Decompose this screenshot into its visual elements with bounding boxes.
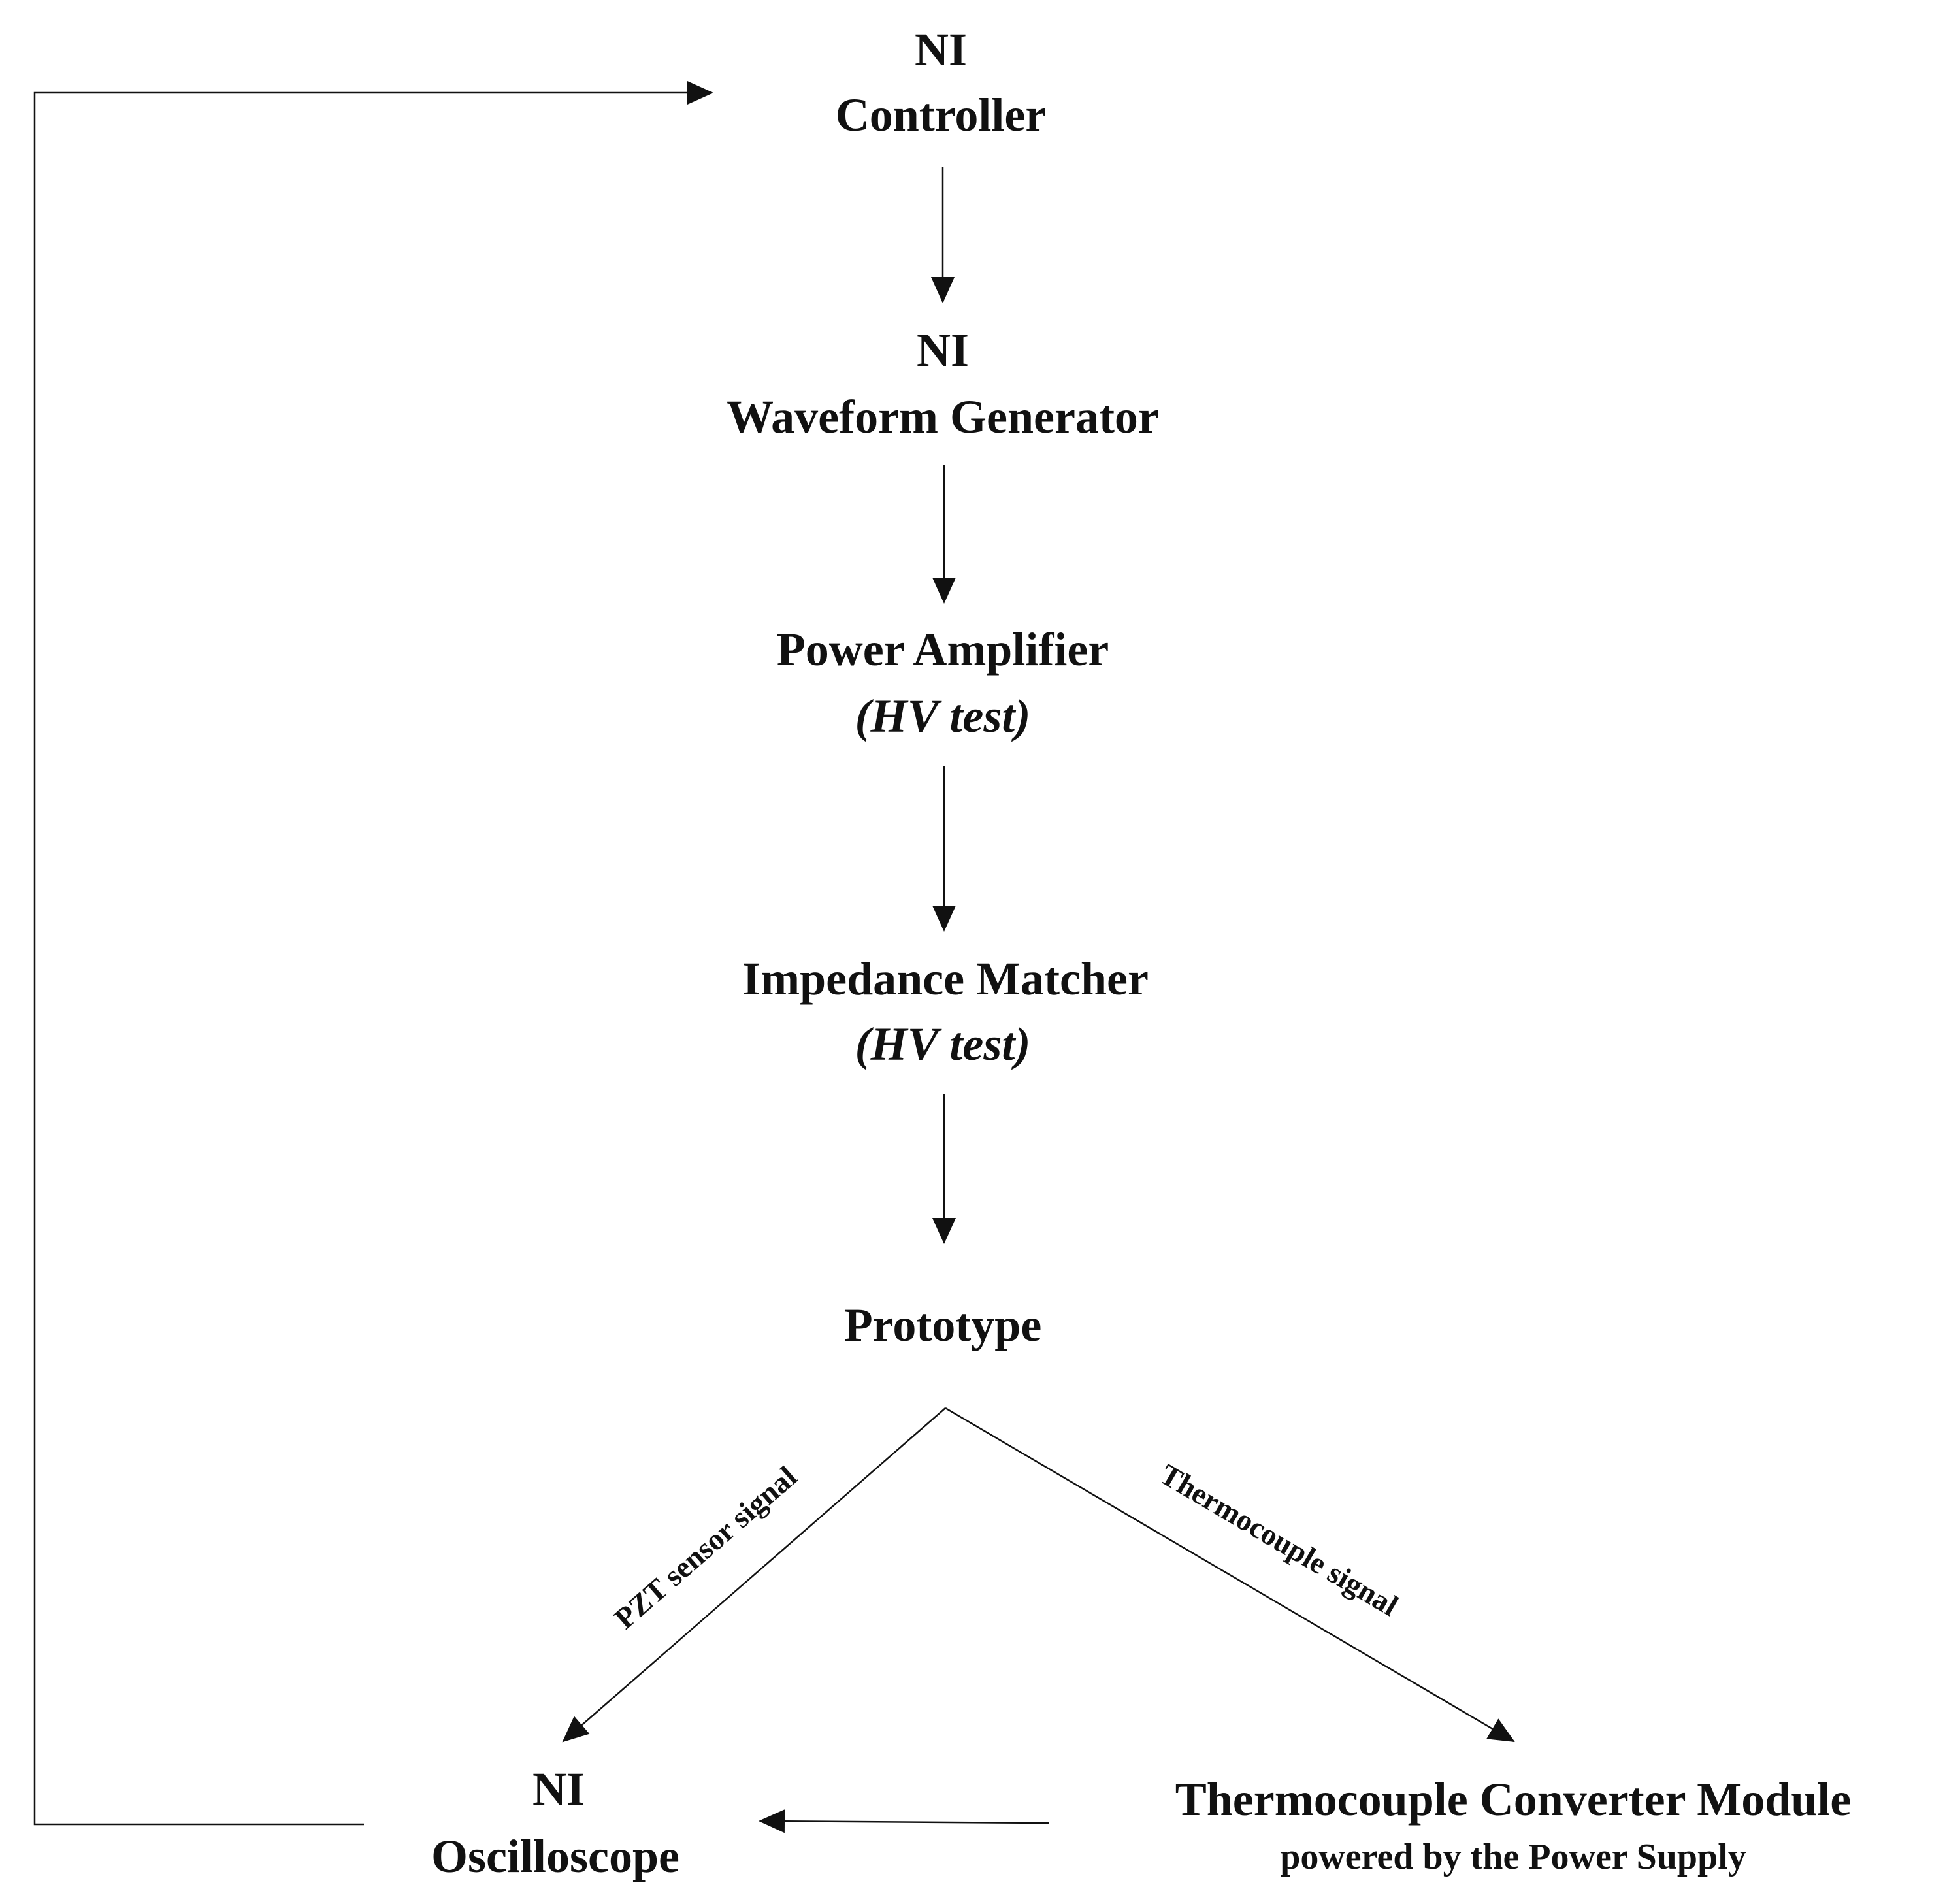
node-ni-controller: NI Controller [836,24,1047,141]
amplifier-line1: Power Amplifier [777,623,1109,676]
node-ni-waveform-generator: NI Waveform Generator [727,324,1159,443]
node-power-amplifier: Power Amplifier (HV test) [777,623,1109,742]
oscilloscope-line1: NI [532,1763,585,1815]
edge-label-pzt-sensor-signal: PZT sensor signal [608,1460,803,1635]
waveform-line2: Waveform Generator [727,391,1159,443]
controller-line1: NI [915,24,967,76]
node-thermocouple-converter: Thermocouple Converter Module powered by… [1175,1773,1852,1877]
node-impedance-matcher: Impedance Matcher (HV test) [742,953,1149,1070]
matcher-line2: (HV test) [855,1018,1031,1070]
arrow-prototype-to-oscilloscope [562,1407,946,1743]
waveform-line1: NI [917,324,969,376]
thermocouple-line1: Thermocouple Converter Module [1175,1773,1852,1826]
feedback-loop-oscilloscope-to-controller [33,81,713,1826]
amplifier-line2: (HV test) [855,690,1031,742]
arrow-thermocouple-to-oscilloscope [759,1809,1049,1833]
prototype-label: Prototype [844,1299,1042,1351]
node-ni-oscilloscope: NI Oscilloscope [431,1763,679,1882]
edge-label-thermocouple-signal: Thermocouple signal [1154,1457,1404,1622]
thermocouple-line2: powered by the Power Supply [1280,1837,1746,1877]
controller-line2: Controller [836,89,1047,141]
arrow-prototype-to-thermocouple [945,1407,1515,1743]
matcher-line1: Impedance Matcher [742,953,1149,1005]
oscilloscope-line2: Oscilloscope [431,1830,679,1882]
node-prototype: Prototype [844,1299,1042,1351]
